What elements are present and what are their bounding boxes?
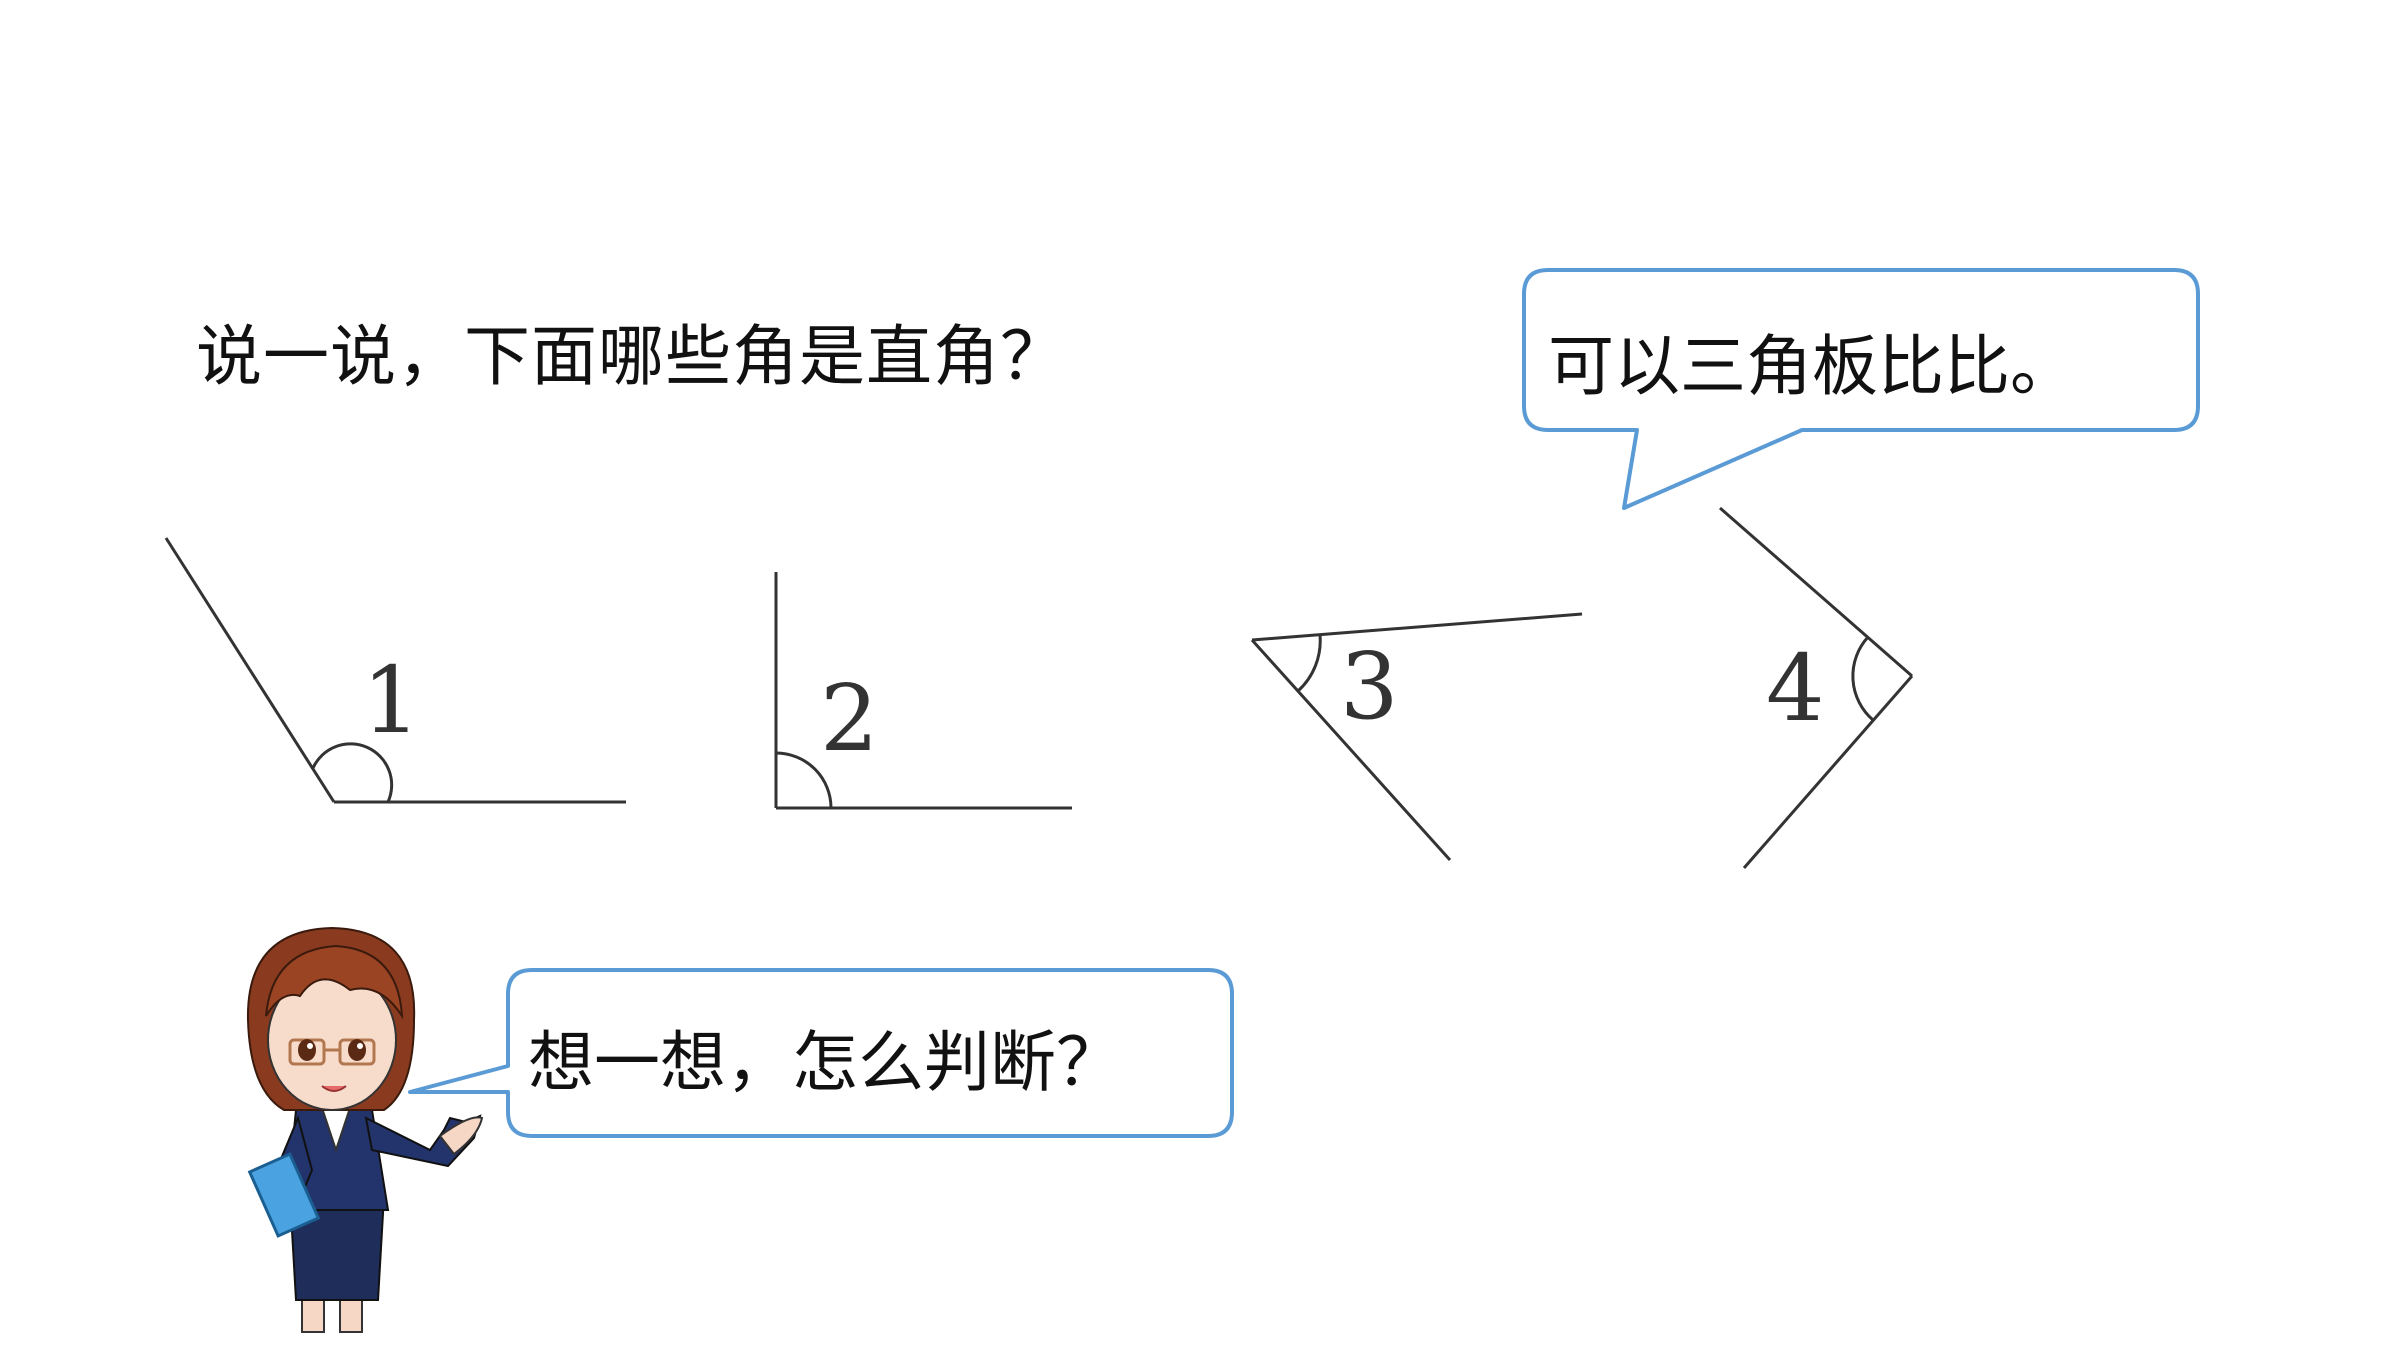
angle-4-arc bbox=[1851, 635, 1874, 722]
angle-4: 4 bbox=[1719, 506, 1914, 869]
question-text: 说一说，下面哪些角是直角？ bbox=[196, 318, 1067, 395]
angle-1-label: 1 bbox=[362, 647, 421, 754]
hint-bubble-text: 可以三角板比比。 bbox=[1548, 328, 2076, 405]
angle-3-arc bbox=[1296, 634, 1322, 693]
angle-4-ray-a bbox=[1719, 506, 1913, 678]
angle-3: 3 bbox=[1250, 612, 1583, 862]
angle-4-label: 4 bbox=[1766, 635, 1825, 742]
angle-3-ray-b bbox=[1250, 638, 1452, 862]
teacher-character bbox=[246, 926, 484, 1333]
angle-1-ray-a bbox=[164, 537, 336, 803]
angle-2: 2 bbox=[774, 572, 1072, 810]
teacher-bubble-text: 想一想，怎么判断？ bbox=[528, 1024, 1122, 1101]
angle-3-ray-a bbox=[1251, 612, 1583, 642]
angle-3-label: 3 bbox=[1340, 633, 1399, 740]
angle-2-arc bbox=[775, 751, 833, 809]
angle-1-arc bbox=[311, 742, 394, 803]
angle-2-label: 2 bbox=[820, 665, 879, 772]
angle-1: 1 bbox=[164, 537, 626, 804]
hint-speech-bubble bbox=[1522, 268, 2200, 510]
teacher-speech-bubble bbox=[408, 968, 1234, 1138]
angle-4-ray-b bbox=[1742, 675, 1914, 869]
